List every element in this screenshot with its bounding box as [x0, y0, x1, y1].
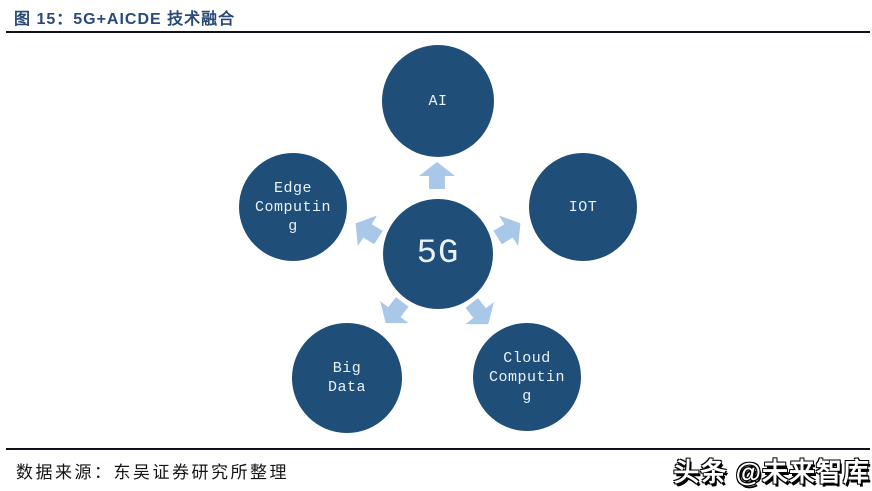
figure-title: 图 15：5G+AICDE 技术融合 [14, 11, 236, 28]
5g-aicde-fusion-diagram: AI Edge Computin g IOT 5G Big Data Cloud… [0, 32, 872, 448]
data-source-note: 数据来源：东吴证券研究所整理 [16, 463, 289, 482]
node-cloud-computing-label: Cloud Computin g [488, 349, 565, 405]
node-ai: AI [382, 45, 494, 157]
node-5g-center: 5G [383, 199, 493, 309]
node-big-data: Big Data [292, 323, 402, 433]
node-big-data-label: Big Data [327, 360, 366, 396]
node-cloud-computing: Cloud Computin g [473, 323, 581, 431]
node-iot: IOT [529, 153, 637, 261]
node-edge-computing: Edge Computin g [239, 153, 347, 261]
arrow-upper-left-icon [346, 208, 388, 253]
arrow-upper-right-icon [488, 208, 530, 253]
node-edge-computing-label: Edge Computin g [254, 179, 331, 235]
arrow-up-icon [419, 162, 455, 189]
bottom-divider [6, 448, 870, 450]
node-iot-label: IOT [568, 198, 598, 216]
node-5g-label: 5G [416, 235, 460, 273]
node-ai-label: AI [428, 92, 448, 110]
toutiao-watermark: 头条 @未来智库 [673, 457, 870, 487]
top-divider [6, 31, 870, 33]
